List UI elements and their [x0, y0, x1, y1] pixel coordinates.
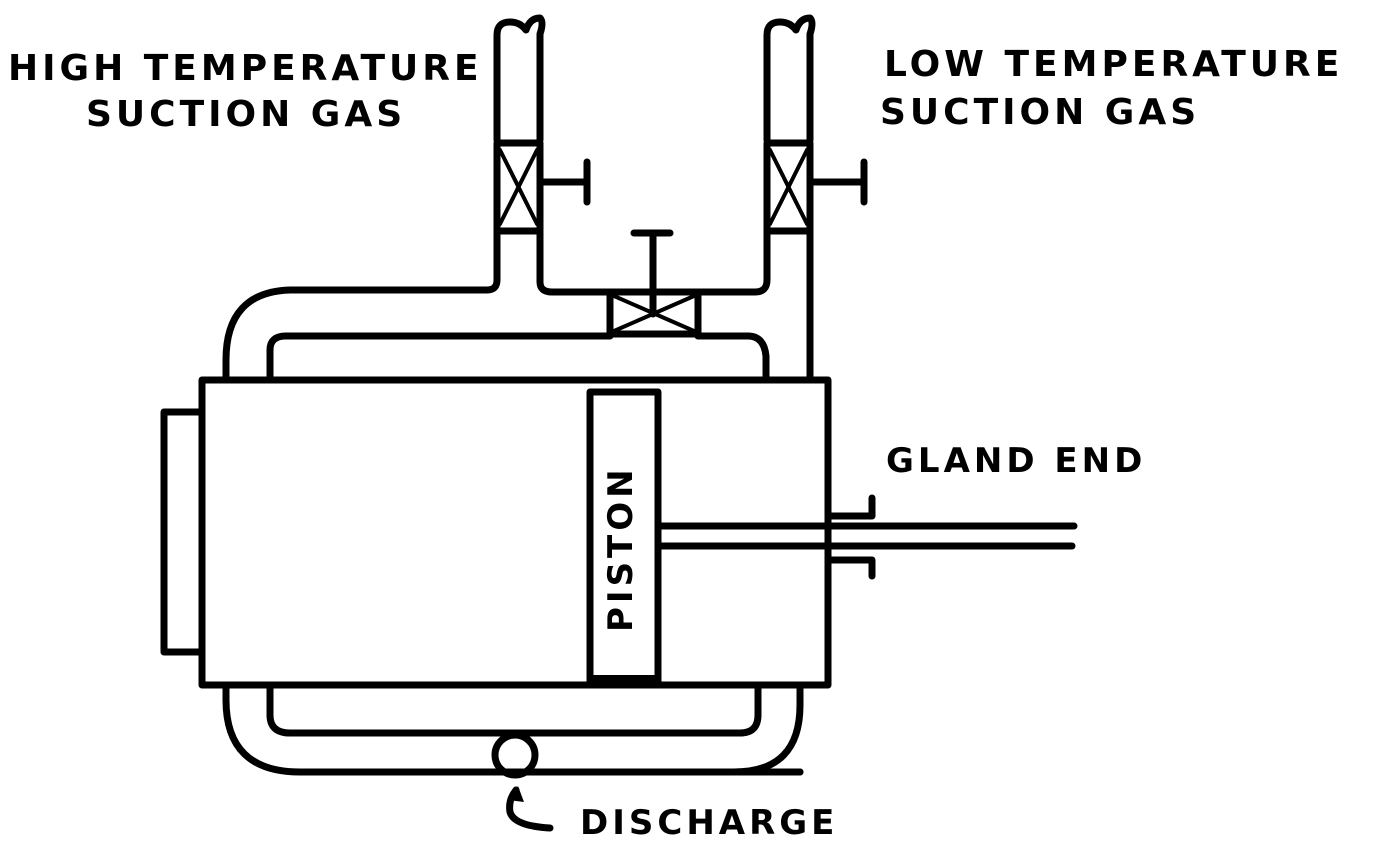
low-temp-suction-valve [763, 139, 868, 235]
gland-end-label: Gland End [886, 441, 1146, 481]
low-temp-label-line2: Suction Gas [880, 92, 1200, 133]
high-temp-suction-pipe [222, 14, 614, 382]
piston-label: Piston [601, 465, 641, 632]
gland [824, 494, 876, 580]
crossover-valve [606, 229, 702, 338]
upper-inner-manifold [266, 332, 770, 382]
low-temp-label-line1: Low Temperature [884, 44, 1343, 85]
piston-rod [654, 522, 1078, 550]
piston [586, 388, 662, 686]
discharge-manifold [222, 682, 804, 776]
discharge-label: Discharge [580, 803, 838, 843]
low-temp-suction-pipe [694, 14, 816, 382]
discharge-outlet [491, 731, 554, 832]
high-temp-label-line2: Suction Gas [86, 94, 406, 135]
high-temp-suction-valve [493, 139, 591, 235]
high-temp-label-line1: High Temperature [8, 48, 483, 89]
cylinder-head [160, 408, 206, 656]
cylinder [198, 376, 832, 689]
